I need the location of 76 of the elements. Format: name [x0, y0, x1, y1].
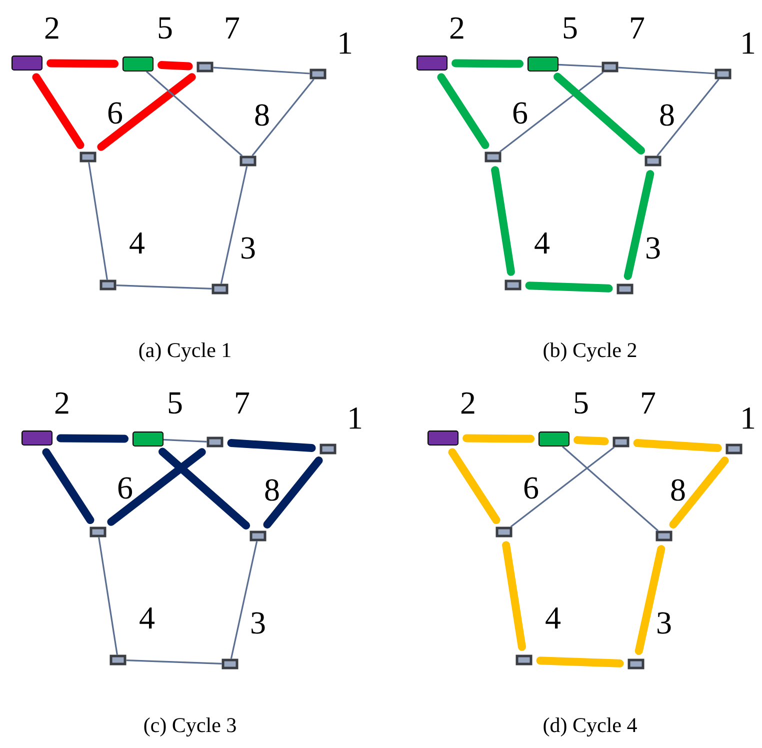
vertex-number: 7: [236, 392, 250, 414]
highlighted-edge: [97, 73, 196, 151]
graph-edge: [230, 541, 258, 659]
graph-edge: [558, 64, 602, 68]
highlighted-edge: [574, 436, 609, 446]
highlighted-edge: [502, 541, 526, 651]
vertex-number: 4: [534, 232, 550, 254]
highlighted-edge: [107, 448, 206, 526]
vertex-number: 6: [513, 102, 528, 124]
highlighted-edge: [624, 170, 654, 280]
vertex-number: 7: [226, 18, 240, 38]
caption: (d) Cycle 4: [544, 717, 637, 737]
highlighted-edge: [227, 439, 316, 452]
graph-edge: [213, 66, 310, 74]
vertex-number: 4: [130, 232, 144, 254]
vertex-number: 1: [340, 32, 352, 54]
vertex-number: 5: [168, 392, 182, 414]
vertex-number: 2: [461, 392, 474, 414]
graph-edge: [220, 166, 248, 284]
highlighted-edge: [669, 456, 729, 529]
highlighted-edge: [536, 656, 624, 668]
highlighted-edge: [158, 61, 193, 70]
graph-edge: [618, 66, 715, 74]
vertex-number: 3: [252, 612, 265, 634]
vertex-number: 5: [574, 392, 588, 414]
graph-edge: [88, 162, 108, 280]
highlighted-edge: [525, 282, 613, 292]
graph-edge: [116, 284, 212, 290]
highlighted-edge: [263, 456, 323, 529]
vertex-number: 5: [564, 17, 577, 39]
highlighted-edge: [462, 434, 534, 443]
highlighted-edge: [42, 448, 94, 524]
caption: (b) Cycle 2: [544, 342, 636, 362]
vertex-number: 6: [118, 477, 132, 499]
caption: (c) Cycle 3: [144, 717, 236, 737]
vertex-number: 5: [158, 17, 172, 39]
vertex-number: 7: [631, 18, 644, 38]
vertex-number: 6: [108, 102, 122, 124]
vertex-number: 2: [55, 392, 68, 414]
vertex-number: 8: [660, 104, 674, 126]
highlighted-edge: [452, 59, 524, 68]
highlighted-edge: [437, 73, 490, 150]
highlighted-edge: [56, 434, 128, 443]
graph-edge: [510, 446, 615, 528]
graph-edge: [562, 446, 659, 532]
vertex-number: 6: [524, 477, 538, 499]
vertex-number: 2: [450, 17, 464, 39]
graph-edge: [146, 70, 243, 156]
highlighted-edge: [554, 72, 646, 154]
highlighted-edge: [158, 448, 250, 530]
highlighted-edge: [46, 59, 118, 68]
highlighted-edge: [32, 73, 84, 150]
highlighted-edge: [634, 545, 666, 655]
vertex-number: 3: [646, 237, 660, 259]
vertex-number: 8: [255, 104, 269, 126]
highlighted-edge: [633, 439, 722, 452]
highlighted-edge: [448, 448, 500, 524]
vertex-number: 1: [742, 407, 754, 429]
vertex-number: 1: [742, 32, 754, 54]
graph-edge: [252, 78, 314, 156]
graph-edge: [126, 660, 222, 665]
vertex-number: 8: [265, 479, 279, 501]
graph-edge: [163, 438, 207, 442]
graph-edge: [656, 78, 720, 156]
highlighted-edge: [491, 166, 515, 276]
vertex-number: 3: [658, 612, 671, 634]
vertex-number: 4: [140, 607, 154, 629]
vertex-number: 1: [350, 407, 362, 429]
graph-edge: [499, 72, 604, 152]
caption: (a) Cycle 1: [139, 342, 230, 362]
vertex-number: 3: [242, 237, 255, 259]
vertex-number: 2: [45, 17, 58, 39]
vertex-number: 4: [546, 607, 560, 629]
vertex-number: 8: [671, 479, 685, 501]
vertex-number: 7: [642, 392, 656, 414]
graph-edge: [98, 537, 118, 655]
